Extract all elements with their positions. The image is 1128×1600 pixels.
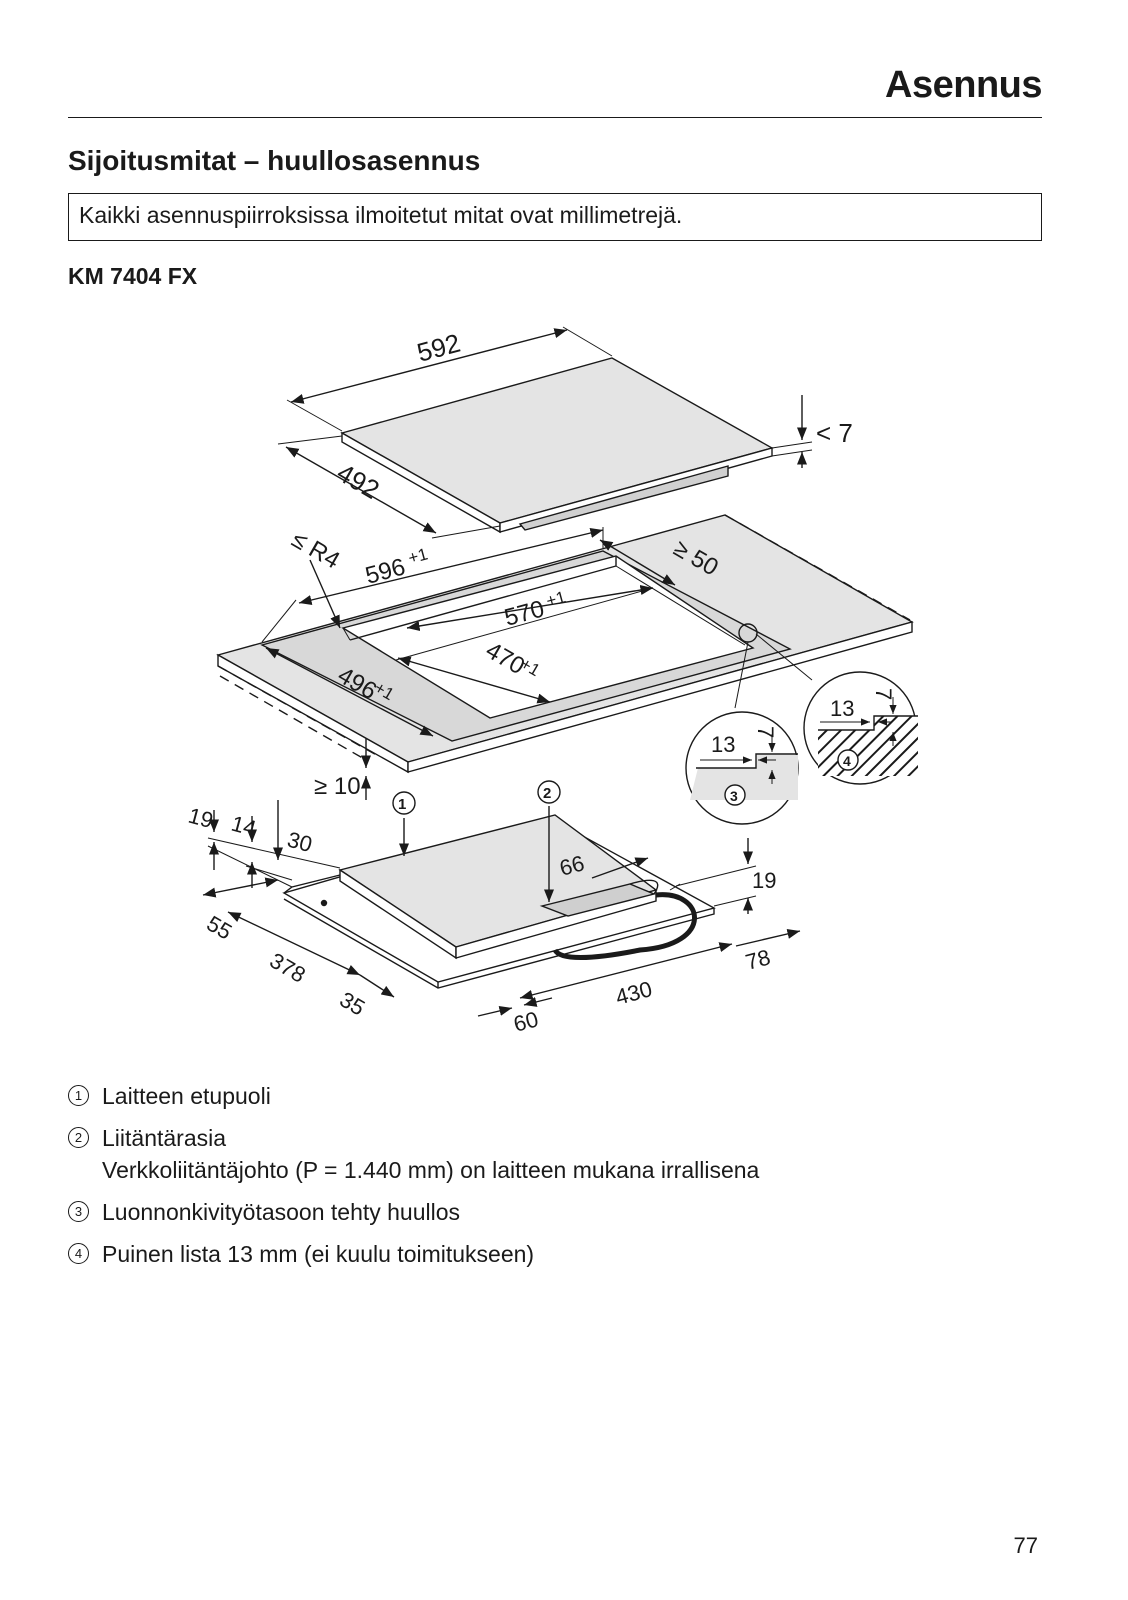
dim-radius: ≤ R4 bbox=[287, 526, 344, 575]
section-title: Asennus bbox=[885, 64, 1042, 106]
page-number: 77 bbox=[1013, 1533, 1038, 1558]
hob-dimensions bbox=[277, 326, 813, 539]
cutout-dimensions bbox=[261, 527, 813, 800]
legend-item: 4 Puinen lista 13 mm (ei kuulu toimituks… bbox=[68, 1238, 1028, 1270]
dim-inner-width-tol: +1 bbox=[544, 587, 568, 610]
callout-3: 3 bbox=[730, 788, 738, 804]
legend-item: 3 Luonnonkivityötasoon tehty huullos bbox=[68, 1196, 1028, 1228]
legend-text: Puinen lista 13 mm (ei kuulu toimituksee… bbox=[102, 1241, 535, 1267]
dim-detail4-width: 13 bbox=[830, 696, 854, 721]
legend-number: 3 bbox=[68, 1201, 89, 1222]
dim-unit-35: 35 bbox=[336, 987, 370, 1021]
legend-text: Laitteen etupuoli bbox=[102, 1083, 271, 1109]
legend-number: 2 bbox=[68, 1127, 89, 1148]
page-title: Sijoitusmitat – huullosasennus bbox=[68, 145, 481, 176]
dim-detail4-height: 7 bbox=[871, 688, 896, 700]
dim-unit-430: 430 bbox=[613, 976, 655, 1010]
callout-2: 2 bbox=[543, 785, 551, 802]
dim-unit-14: 14 bbox=[229, 811, 259, 841]
legend-text: Liitäntärasia bbox=[102, 1125, 227, 1151]
dim-unit-19: 19 bbox=[186, 803, 216, 833]
legend-number: 1 bbox=[68, 1085, 89, 1106]
legend-item: 1 Laitteen etupuoli bbox=[68, 1080, 1028, 1112]
legend-text: Luonnonkivityötasoon tehty huullos bbox=[102, 1199, 461, 1225]
dim-unit-19b: 19 bbox=[752, 868, 776, 893]
dim-unit-60: 60 bbox=[511, 1006, 541, 1036]
legend: 1 Laitteen etupuoli 2 Liitäntärasia Verk… bbox=[68, 1080, 1028, 1280]
callout-4: 4 bbox=[843, 753, 851, 769]
dim-hob-width: 592 bbox=[414, 328, 464, 368]
dim-outer-width: 596 bbox=[363, 553, 409, 589]
legend-subtext: Verkkoliitäntäjohto (P = 1.440 mm) on la… bbox=[102, 1157, 760, 1183]
dim-unit-78: 78 bbox=[743, 944, 773, 974]
dim-unit-378: 378 bbox=[266, 948, 310, 988]
detail-4 bbox=[803, 671, 918, 785]
callout-1: 1 bbox=[398, 796, 406, 813]
dim-unit-30: 30 bbox=[285, 827, 315, 857]
units-notice-text: Kaikki asennuspiirroksissa ilmoitetut mi… bbox=[79, 202, 683, 228]
dim-detail3-height: 7 bbox=[753, 726, 778, 738]
units-notice: Kaikki asennuspiirroksissa ilmoitetut mi… bbox=[68, 193, 1042, 241]
detail-3 bbox=[685, 711, 799, 825]
dim-hob-depth: 492 bbox=[332, 457, 385, 505]
header-rule bbox=[68, 117, 1042, 118]
hob-unit bbox=[282, 814, 716, 989]
installation-drawing: 592 492 < 7 ≤ R4 596 +1 bbox=[0, 300, 1128, 1060]
dim-front-clearance: ≥ 10 bbox=[314, 773, 361, 800]
dim-hob-height: < 7 bbox=[816, 418, 853, 448]
model-heading: KM 7404 FX bbox=[68, 263, 198, 289]
dim-detail3-width: 13 bbox=[711, 732, 735, 757]
legend-item: 2 Liitäntärasia Verkkoliitäntäjohto (P =… bbox=[68, 1122, 1028, 1186]
dim-outer-width-tol: +1 bbox=[406, 544, 430, 567]
dim-unit-55: 55 bbox=[203, 911, 237, 945]
unit-dimensions bbox=[202, 780, 801, 1017]
hob-top bbox=[340, 357, 774, 534]
legend-number: 4 bbox=[68, 1243, 89, 1264]
